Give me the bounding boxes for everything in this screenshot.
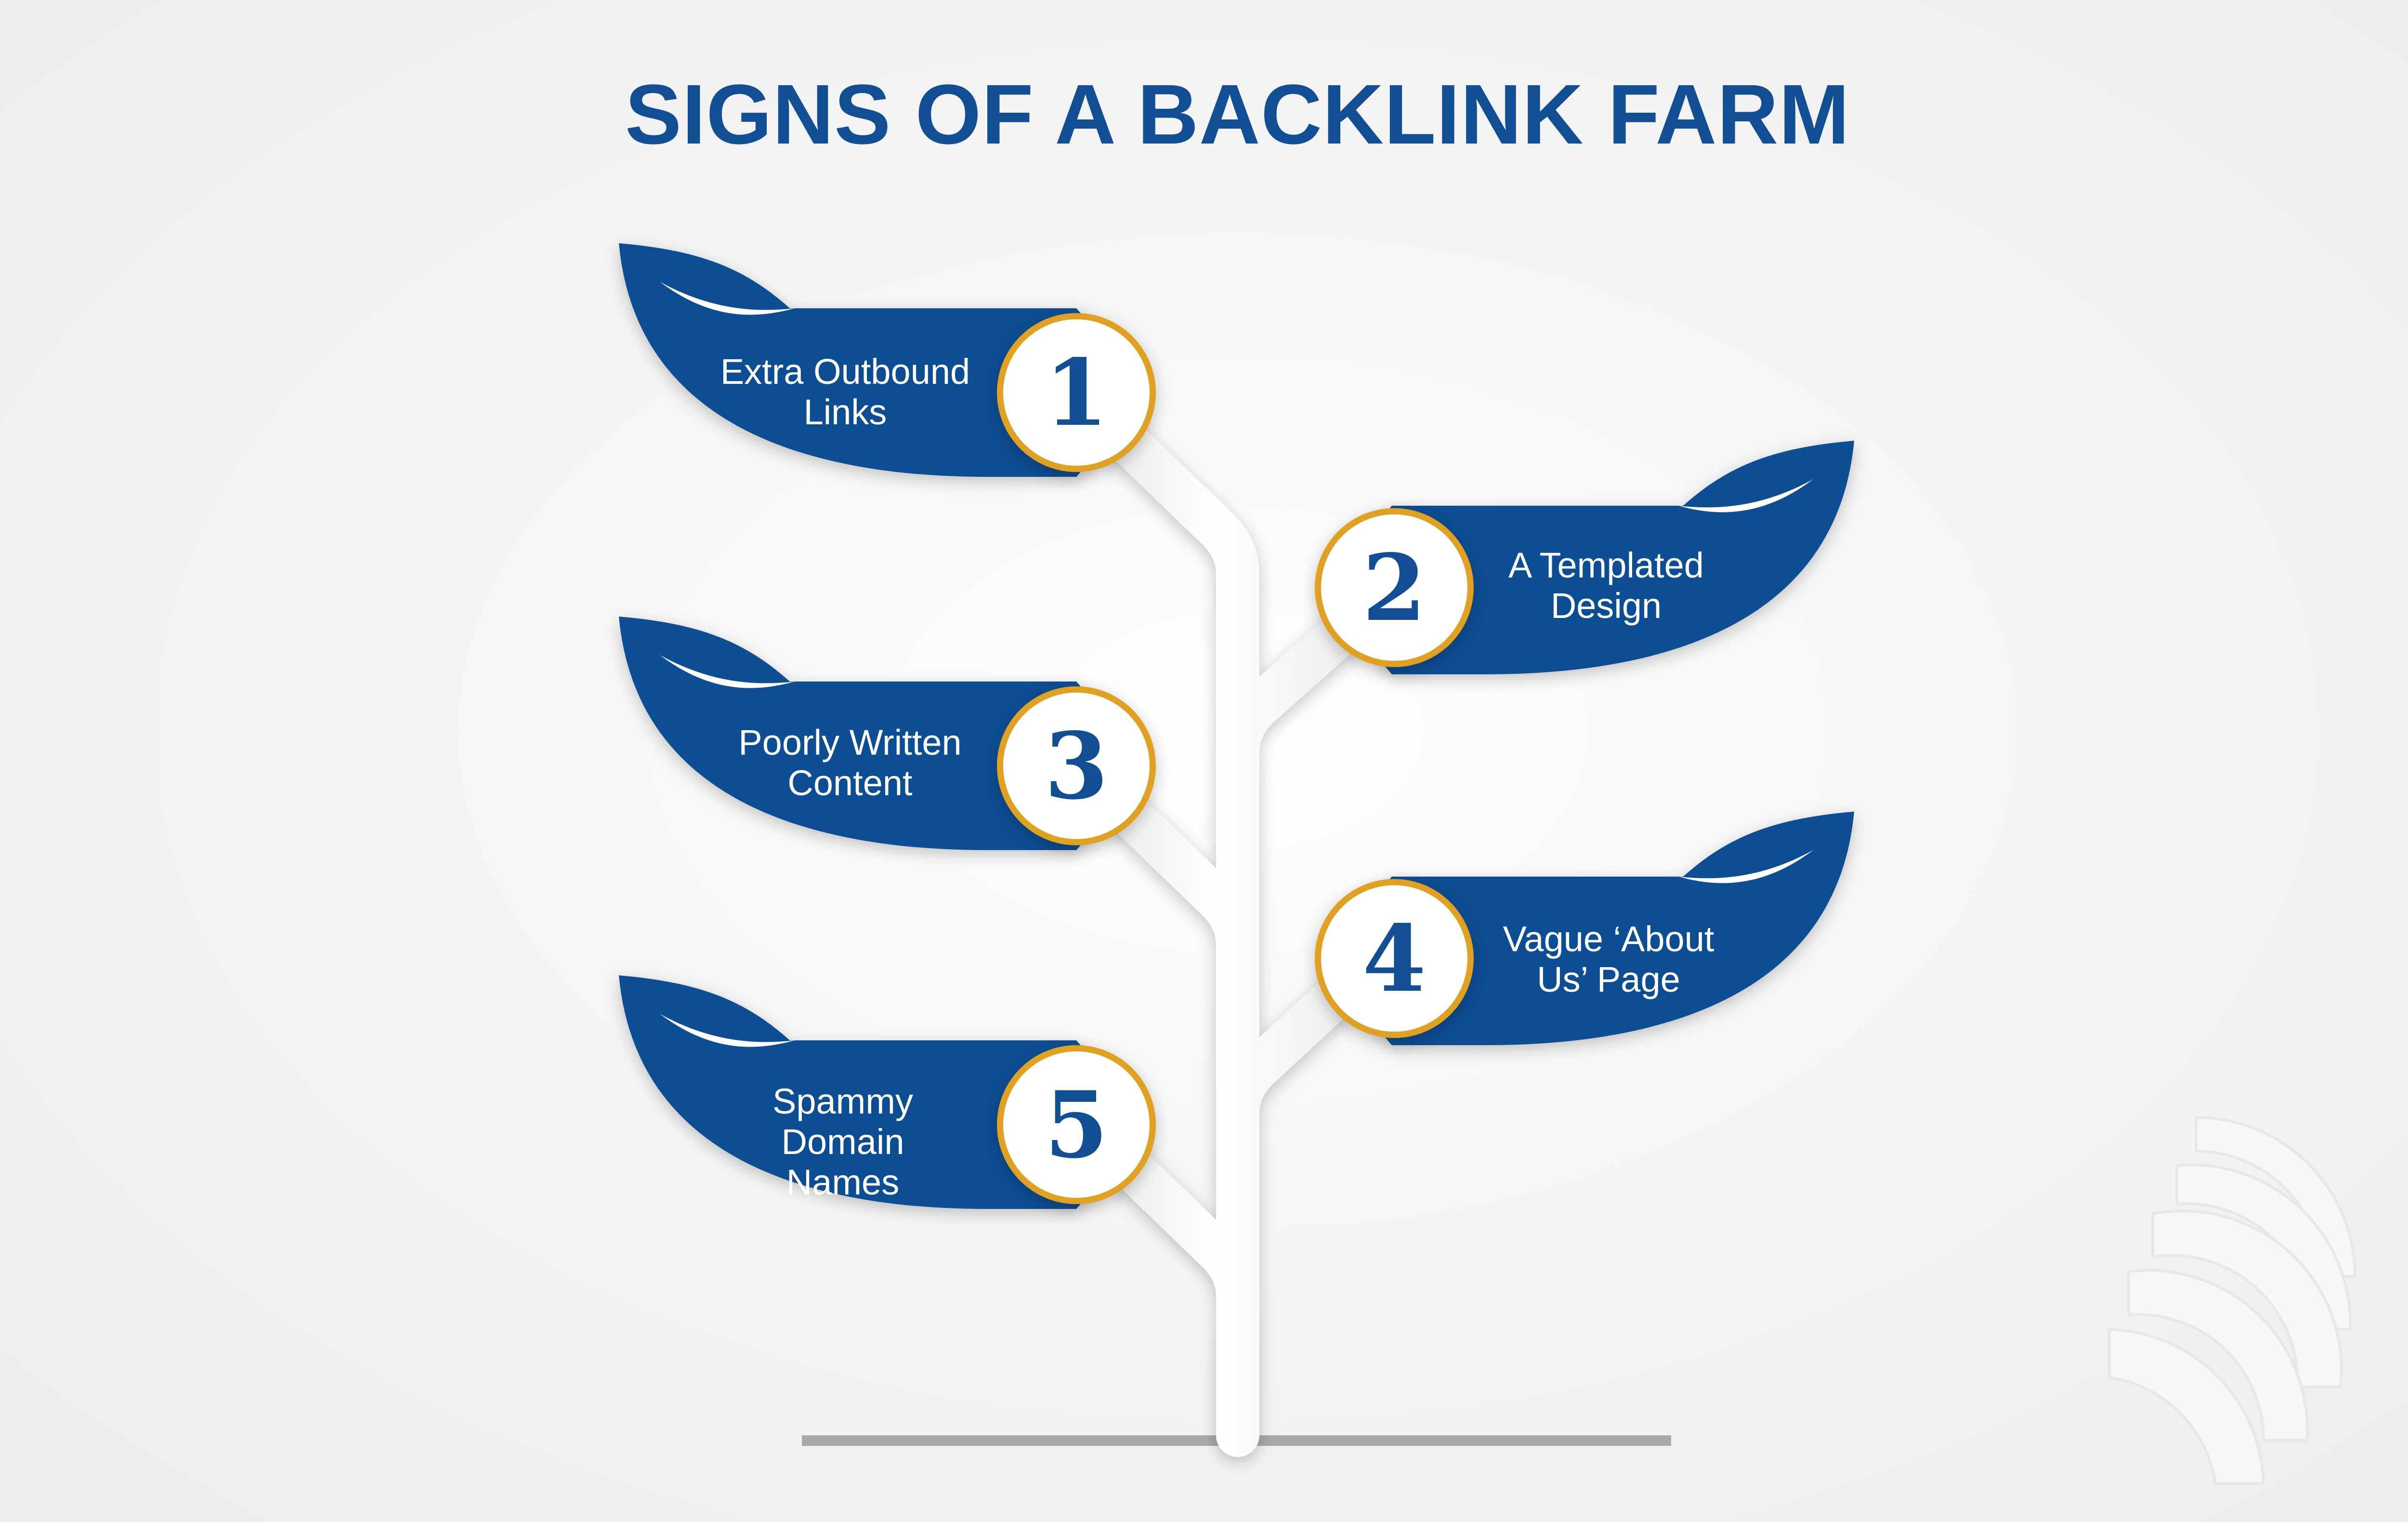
sign-2-line2: Design bbox=[1550, 586, 1662, 626]
sign-4-line1: Vague ‘About bbox=[1503, 919, 1714, 959]
sign-3-label: Poorly Written Content bbox=[715, 722, 985, 803]
sign-3-number: 3 bbox=[1044, 712, 1109, 820]
globe-logo-icon bbox=[2108, 1115, 2357, 1485]
sign-5-label: Spammy Domain Names bbox=[708, 1081, 978, 1203]
sign-5-line2: Names bbox=[786, 1162, 900, 1202]
leaf-5 bbox=[619, 975, 1114, 1209]
sign-4-label: Vague ‘About Us’ Page bbox=[1474, 919, 1743, 1000]
sign-1-number: 1 bbox=[1044, 339, 1109, 446]
sign-3-line2: Content bbox=[787, 763, 913, 803]
badge-2 bbox=[1315, 508, 1474, 667]
sign-5-number: 5 bbox=[1044, 1071, 1109, 1179]
leaf-1 bbox=[619, 243, 1114, 477]
sign-1-line1: Extra Outbound bbox=[720, 352, 970, 392]
sign-3-line1: Poorly Written bbox=[738, 722, 962, 762]
sign-5-line1: Spammy Domain bbox=[772, 1081, 913, 1162]
leaf-2 bbox=[1354, 441, 1854, 674]
badge-3 bbox=[997, 686, 1156, 845]
page-title: SIGNS OF A BACKLINK FARM bbox=[625, 67, 1850, 162]
sign-2-label: A Templated Design bbox=[1471, 545, 1741, 626]
sign-4-line2: Us’ Page bbox=[1537, 959, 1680, 999]
sign-4-number: 4 bbox=[1362, 905, 1426, 1012]
leaf-4 bbox=[1354, 812, 1854, 1045]
sign-2-number: 2 bbox=[1362, 534, 1426, 642]
badge-1 bbox=[997, 313, 1156, 472]
plant-stem bbox=[1057, 373, 1409, 1457]
leaf-3 bbox=[619, 617, 1114, 850]
sign-1-label: Extra Outbound Links bbox=[710, 352, 980, 433]
badge-5 bbox=[997, 1045, 1156, 1204]
sign-1-line2: Links bbox=[803, 392, 887, 432]
sign-2-line1: A Templated bbox=[1508, 545, 1704, 585]
badge-4 bbox=[1315, 879, 1474, 1038]
